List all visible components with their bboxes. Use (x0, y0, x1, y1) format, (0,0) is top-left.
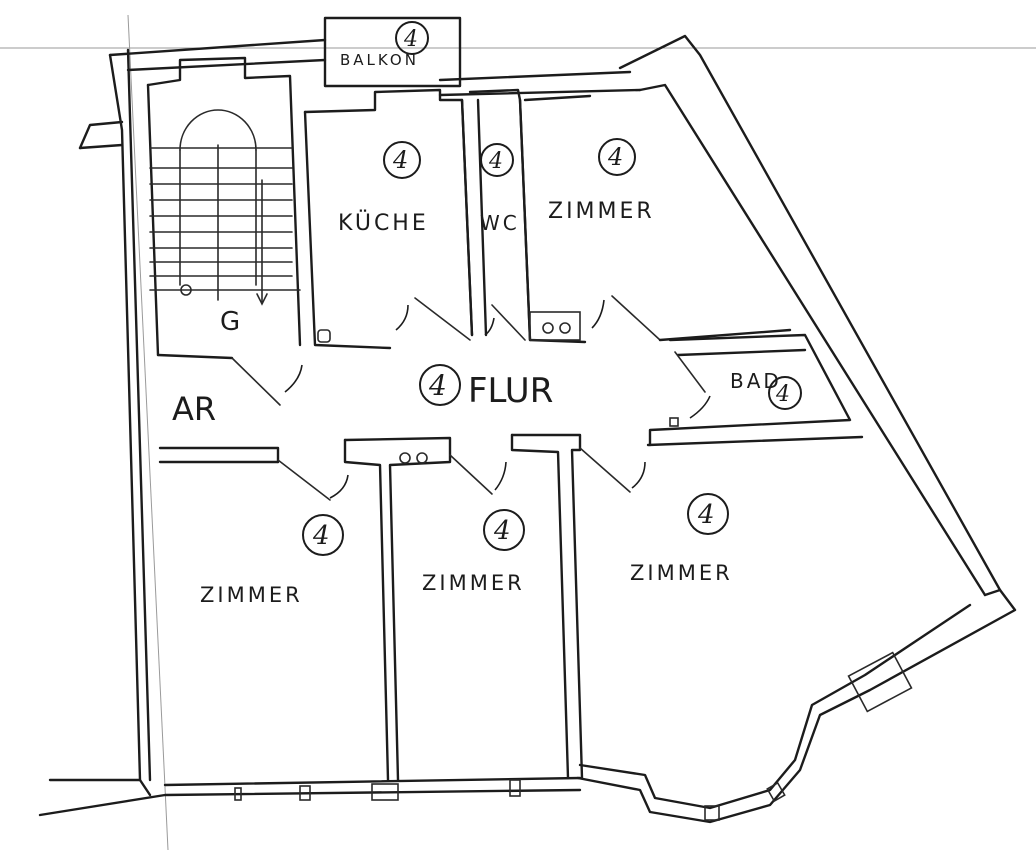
kitchen: KÜCHE 4 (303, 88, 474, 350)
kueche-marker-text: 4 (392, 146, 408, 174)
wc: WC 4 (460, 88, 532, 342)
zimmer-left: ZIMMER 4 (200, 514, 344, 607)
g-label: G (220, 307, 240, 337)
storage-ar: AR (158, 390, 280, 464)
stairwell: G (146, 56, 302, 406)
wc-marker-text: 4 (488, 149, 503, 174)
stair-treads (149, 147, 301, 291)
balkon-label: BALKON (340, 51, 419, 69)
scan-guides (0, 14, 1036, 851)
zimmer-right-marker (687, 493, 729, 535)
stair-start-marker (180, 284, 192, 296)
bad-marker-text: 4 (775, 382, 790, 407)
kueche-label: KÜCHE (338, 210, 429, 236)
balkon-marker (395, 21, 429, 55)
zimmer-right-label: ZIMMER (630, 561, 733, 585)
wc-marker (480, 143, 514, 177)
zimmer-top-marker-text: 4 (607, 143, 623, 171)
zimmer-right-marker-text: 4 (697, 500, 715, 530)
bad-label: BAD (730, 369, 782, 393)
exterior-walls (38, 34, 1017, 824)
zimmer-mid: ZIMMER 4 (422, 509, 525, 595)
zimmer-left-marker (302, 514, 344, 556)
wc-label: WC (480, 211, 520, 235)
zimmer-top: ZIMMER 4 (518, 94, 792, 344)
flur-label: FLUR (468, 371, 553, 411)
zimmer-left-label: ZIMMER (200, 583, 303, 607)
balcony: BALKON 4 (323, 16, 462, 88)
zimmer-mid-label: ZIMMER (422, 571, 525, 595)
kueche-marker (383, 141, 421, 179)
hall-lower-walls (158, 433, 864, 782)
hallway: FLUR 4 (419, 364, 553, 411)
zimmer-mid-marker-text: 4 (493, 516, 511, 546)
balkon-marker-text: 4 (403, 27, 418, 52)
zimmer-top-label: ZIMMER (548, 199, 655, 224)
bad-marker (768, 376, 802, 410)
zimmer-left-marker-text: 4 (312, 521, 330, 551)
zimmer-right: ZIMMER 4 (630, 493, 733, 585)
bathroom: BAD 4 (648, 333, 852, 447)
door-swing-arrows (284, 299, 711, 499)
zimmer-top-marker (598, 138, 636, 176)
ar-label: AR (172, 390, 216, 428)
zimmer-mid-marker (483, 509, 525, 551)
flur-marker (419, 364, 461, 406)
flur-marker-text: 4 (428, 369, 447, 402)
